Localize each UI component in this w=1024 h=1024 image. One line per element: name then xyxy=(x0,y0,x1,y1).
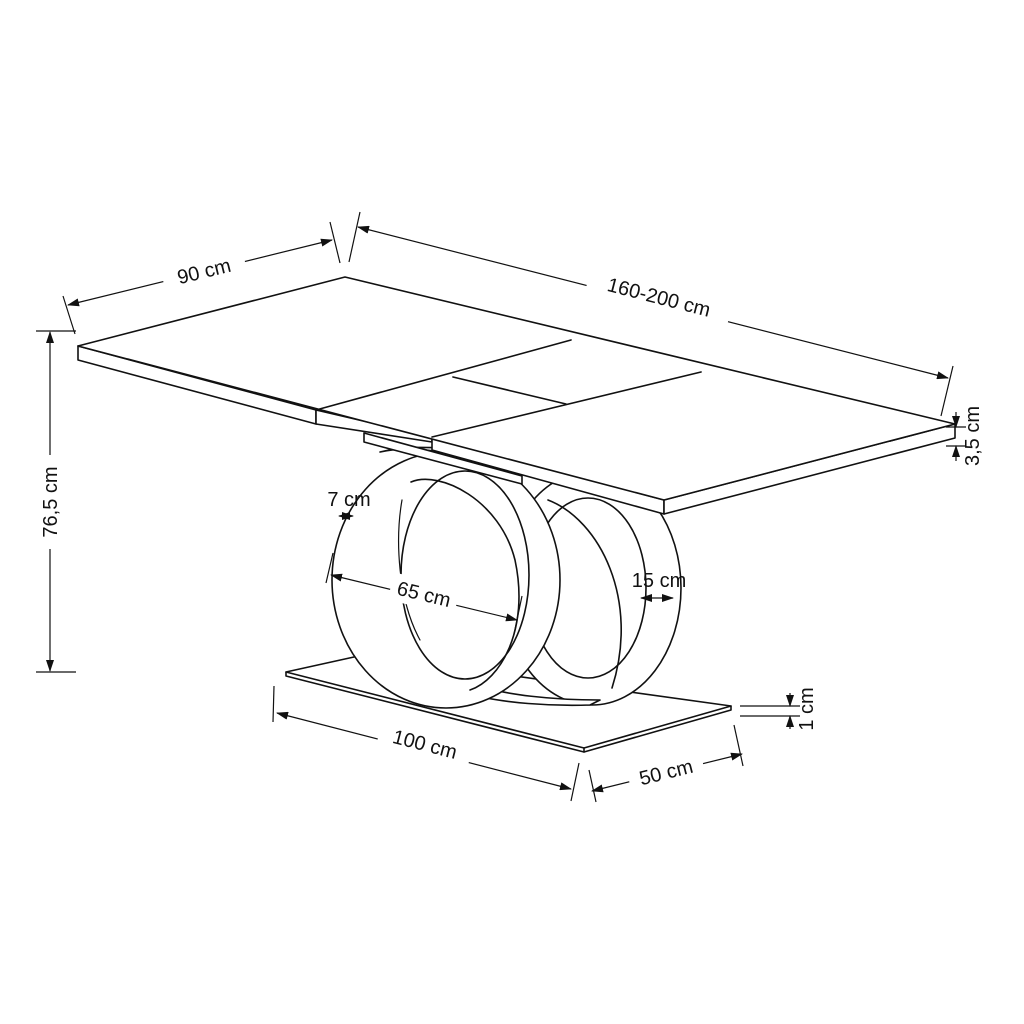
dim-ring-depth-label: 15 cm xyxy=(632,570,686,592)
dim-length-label: 160-200 cm xyxy=(605,274,713,322)
dim-base-thickness-label: 1 cm xyxy=(796,687,818,730)
dim-ring-thickness-label: 7 cm xyxy=(327,489,370,511)
dim-top-thickness: 3,5 cm xyxy=(946,406,984,466)
dim-ring-diameter: 65 cm xyxy=(325,552,523,635)
dim-ring-thickness: 7 cm xyxy=(327,489,371,520)
dim-ring-depth: 15 cm xyxy=(632,570,686,602)
dim-base-thickness: 1 cm xyxy=(740,687,818,731)
dim-top-thickness-label: 3,5 cm xyxy=(962,406,984,466)
dim-height-label: 76,5 cm xyxy=(40,466,62,537)
table-top xyxy=(77,276,956,515)
dim-height: 76,5 cm xyxy=(36,330,76,673)
